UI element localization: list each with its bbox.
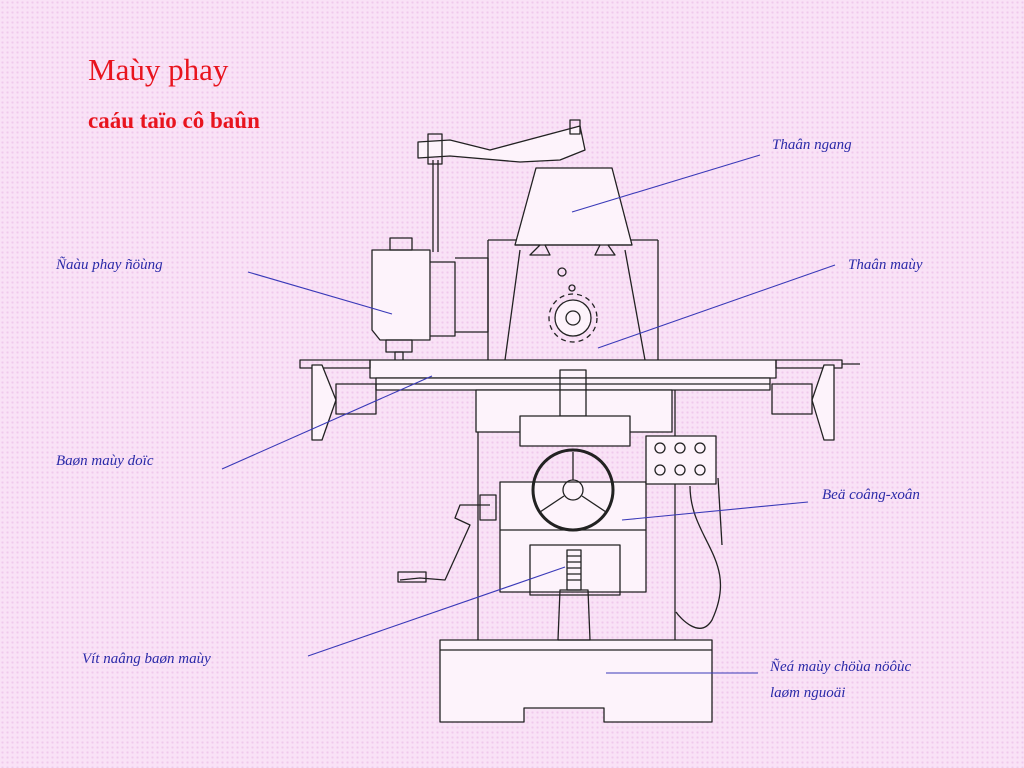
- label-horizontal-arm: Thaân ngang: [772, 137, 852, 153]
- leader-line-column: [597, 264, 836, 349]
- leader-line-gearbox: [621, 501, 809, 521]
- label-base-line2: laøm nguoäi: [770, 685, 846, 701]
- label-gearbox: Beä coâng-xoân: [822, 487, 920, 503]
- label-vertical-head: Ñaàu phay ñöùng: [56, 257, 163, 273]
- vertical-head: [371, 237, 489, 363]
- machine-base: [439, 639, 713, 723]
- slide-subtitle: caáu taïo cô baûn: [88, 108, 260, 133]
- label-column: Thaân maùy: [848, 257, 923, 273]
- label-elevating-screw: Vít naâng baøn maùy: [82, 651, 211, 667]
- control-panel: [645, 435, 723, 629]
- work-table: [299, 359, 860, 441]
- slide-title: Maùy phay: [88, 52, 229, 87]
- elevating-screw: [529, 544, 621, 641]
- crank-handle: [397, 494, 497, 583]
- arbor-gear: [548, 267, 598, 343]
- label-table: Baøn maùy doïc: [56, 453, 154, 469]
- leader-line-head: [247, 271, 393, 315]
- label-base-line1: Ñeá maùy chöùa nöôùc: [770, 659, 912, 675]
- leader-line-table: [221, 375, 433, 470]
- overarm: [417, 119, 646, 361]
- leader-line-horizontal-arm: [571, 154, 761, 213]
- saddle: [475, 369, 673, 447]
- leader-line-elevating-screw: [307, 566, 566, 657]
